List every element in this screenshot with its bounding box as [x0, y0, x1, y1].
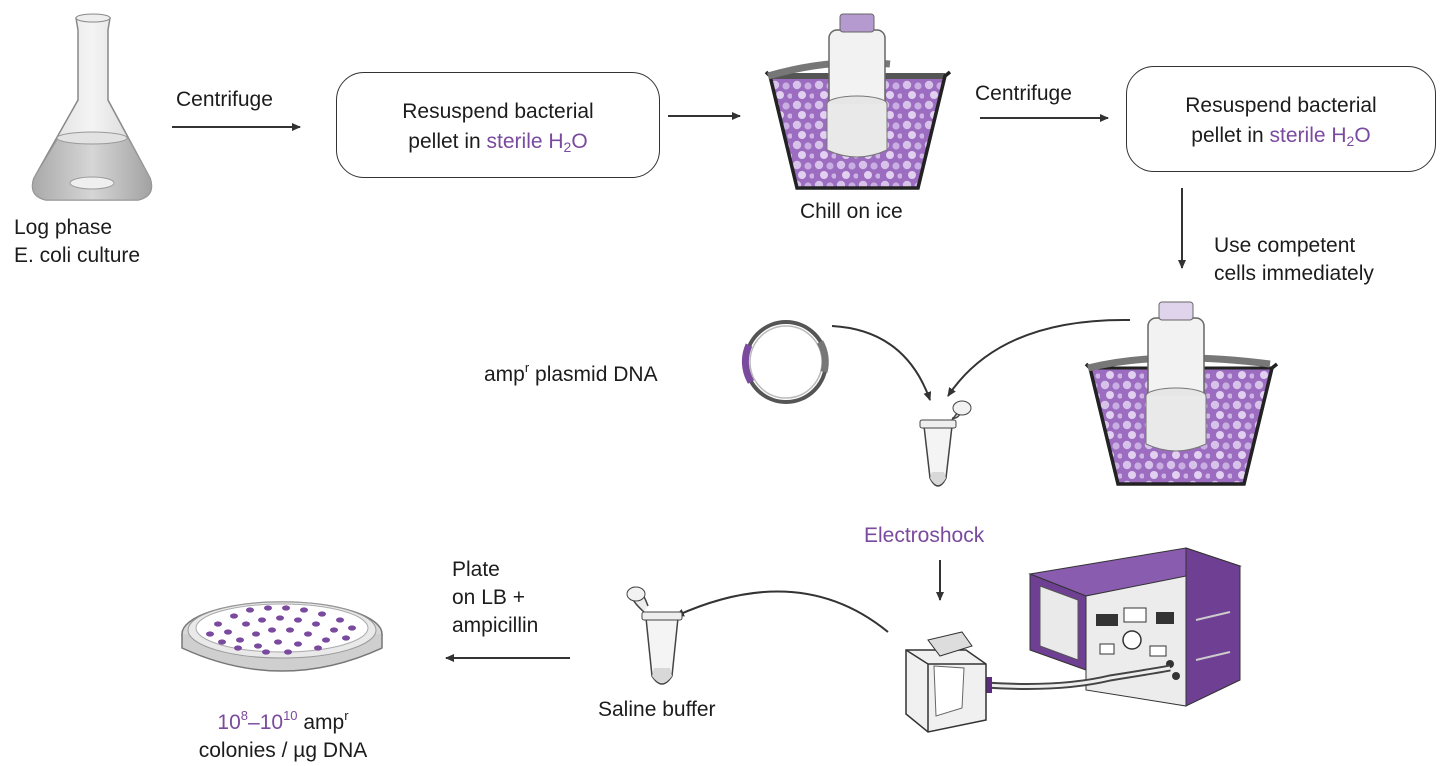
culture-label-line2: E. coli culture	[14, 244, 141, 267]
resuspend-2-sub: 2	[1346, 133, 1355, 149]
resuspend-2-sterile: sterile	[1269, 124, 1326, 147]
resuspend-1-h: H	[542, 130, 564, 153]
result-exp2: 10	[283, 708, 298, 723]
use-competent-line2: cells immediately	[1214, 262, 1374, 285]
result-10: 10	[217, 711, 241, 734]
resuspend-1-sub: 2	[563, 139, 572, 155]
arrow-cells-to-tube	[947, 318, 1131, 397]
chill-on-ice-label: Chill on ice	[800, 200, 903, 223]
electroshock-label: Electroshock	[864, 524, 985, 547]
culture-label: Log phase E. coli culture	[14, 214, 140, 270]
electroporator-icon	[1028, 547, 1242, 707]
ice-bucket-icon	[764, 13, 952, 190]
result-dash: –10	[248, 711, 284, 734]
plasmid-r: r	[524, 360, 530, 375]
microtube-icon	[626, 586, 683, 685]
plate-line1: Plate	[452, 558, 500, 581]
plasmid-amp: amp	[484, 363, 525, 386]
cuvette-icon	[905, 631, 987, 733]
use-competent-line1: Use competent	[1214, 234, 1356, 257]
plate-line2: on LB +	[452, 586, 525, 609]
plate-line3: ampicillin	[452, 614, 539, 637]
plasmid-label: ampr plasmid DNA	[484, 354, 658, 389]
resuspend-1-line2: pellet in sterile H2O	[337, 127, 659, 162]
centrifuge-label-2: Centrifuge	[975, 82, 1072, 105]
arrow-plasmid-to-tube	[831, 325, 932, 401]
result-exp1: 8	[240, 708, 249, 723]
resuspend-2-o: O	[1354, 124, 1371, 147]
saline-buffer-label: Saline buffer	[598, 698, 716, 721]
plasmid-icon	[741, 320, 829, 404]
ice-bucket-icon	[1084, 301, 1279, 486]
plate-label: Plate on LB + ampicillin	[452, 556, 538, 640]
culture-label-line1: Log phase	[14, 216, 113, 239]
result-label: 108–1010 ampr colonies / µg DNA	[188, 702, 378, 765]
microtube-icon	[919, 400, 972, 487]
result-amp: amp	[297, 711, 345, 734]
resuspend-box-1: Resuspend bacterial pellet in sterile H2…	[336, 72, 660, 178]
petri-dish-icon	[181, 601, 383, 672]
resuspend-2-prefix: pellet in	[1191, 124, 1270, 147]
resuspend-box-2: Resuspend bacterial pellet in sterile H2…	[1126, 66, 1436, 172]
resuspend-2-h: H	[1325, 124, 1347, 147]
result-line2: colonies / µg DNA	[198, 739, 368, 762]
centrifuge-label-1: Centrifuge	[176, 88, 273, 111]
resuspend-1-o: O	[571, 130, 588, 153]
result-r: r	[344, 708, 349, 723]
arrow-to-saline	[675, 590, 889, 633]
resuspend-2-line2: pellet in sterile H2O	[1127, 121, 1435, 156]
resuspend-1-prefix: pellet in	[408, 130, 487, 153]
resuspend-1-line1: Resuspend bacterial	[402, 100, 594, 123]
flask-icon	[31, 13, 153, 201]
use-competent-label: Use competent cells immediately	[1214, 232, 1374, 288]
resuspend-1-sterile: sterile	[486, 130, 543, 153]
plasmid-rest: plasmid DNA	[529, 363, 658, 386]
resuspend-2-line1: Resuspend bacterial	[1185, 94, 1377, 117]
result-line1: 108–1010 ampr	[188, 702, 378, 737]
